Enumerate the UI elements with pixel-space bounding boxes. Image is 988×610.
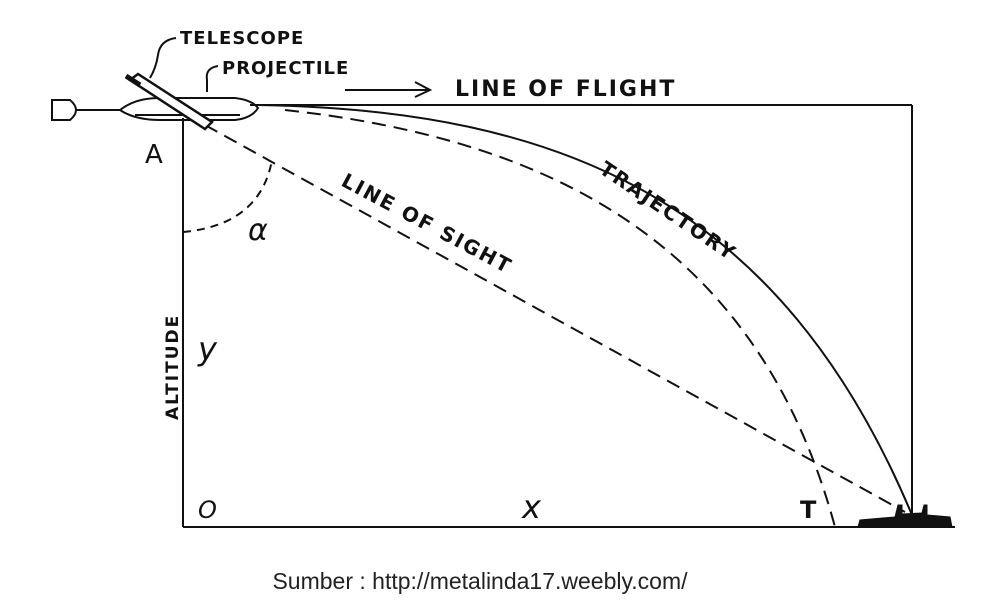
trajectory-label: TRAJECTORY — [595, 156, 741, 265]
target-label: T — [800, 496, 817, 524]
telescope-label: TELESCOPE — [180, 28, 304, 49]
x-label: x — [521, 488, 542, 526]
vacuum-trajectory-dashed — [284, 109, 836, 528]
telescope-icon — [127, 72, 214, 131]
telescope-pointer — [149, 37, 177, 79]
projectile-body-icon — [118, 97, 260, 121]
projectile-label: PROJECTILE — [222, 58, 349, 79]
angle-label: α — [248, 213, 268, 248]
arrow-head — [414, 81, 433, 98]
line-of-sight-label: LINE OF SIGHT — [338, 168, 517, 278]
trajectory-curve — [257, 104, 913, 516]
projectile-pointer — [205, 65, 219, 92]
source-caption: Sumber : http://metalinda17.weebly.com/ — [272, 568, 688, 594]
telescope-eyepiece — [124, 73, 142, 88]
line-of-sight-dashed — [204, 124, 906, 513]
point-a-label: A — [145, 140, 163, 170]
ship-target-icon — [857, 504, 953, 528]
y-label: y — [197, 330, 218, 368]
altitude-label: ALTITUDE — [163, 314, 183, 420]
angle-arc — [182, 159, 273, 233]
projectile-tail-icon — [51, 99, 77, 121]
origin-label: O — [198, 496, 217, 524]
line-of-flight-label: LINE OF FLIGHT — [455, 77, 676, 102]
